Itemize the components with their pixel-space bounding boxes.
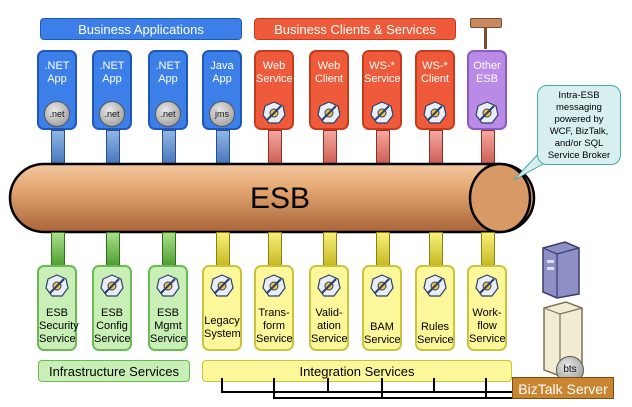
jms-badge-icon: jms <box>209 101 235 127</box>
service-gear-icon <box>262 274 286 297</box>
web-client-tile: Web Client <box>309 50 349 130</box>
intra-esb-callout: Intra-ESB messaging powered by WCF, BizT… <box>537 85 621 165</box>
connector-pipe <box>429 232 443 268</box>
dotnet-app-tile-1: .NET App .net <box>37 50 77 130</box>
biztalk-server-label: BizTalk Server <box>512 377 614 399</box>
service-gear-icon <box>475 274 499 297</box>
workflow-service-tile: Work- flow Service <box>467 265 507 351</box>
dotnet-app-tile-3: .NET App .net <box>148 50 188 130</box>
web-service-tile: Web Service <box>254 50 294 130</box>
service-gear-icon <box>262 101 286 124</box>
tile-label: WS-* Client <box>420 60 450 85</box>
esb-config-service-tile: ESB Config Service <box>92 265 132 351</box>
server-tower-icon <box>542 241 580 299</box>
esb-security-service-tile: ESB Security Service <box>37 265 79 351</box>
legacy-system-tile: Legacy System <box>202 265 242 351</box>
rules-service-tile: Rules Service <box>415 265 455 351</box>
java-app-tile: Java App jms <box>202 50 242 130</box>
tile-label: .NET App <box>44 60 70 85</box>
service-gear-icon <box>423 274 447 297</box>
dotnet-badge-icon: .net <box>44 101 70 127</box>
connector-pipe <box>216 232 230 268</box>
biztalk-wiring <box>221 378 530 399</box>
service-gear-icon <box>100 274 124 297</box>
connector-pipe <box>376 232 390 268</box>
service-gear-icon <box>475 101 499 124</box>
tile-label: Legacy System <box>204 315 241 340</box>
tile-label: ESB Mgmt Service <box>150 307 187 345</box>
tile-label: Java App <box>210 60 234 85</box>
connector-pipe <box>162 232 176 268</box>
service-gear-icon <box>370 274 394 297</box>
infrastructure-services-banner: Infrastructure Services <box>38 360 190 382</box>
tile-label: Valid- ation Service <box>311 307 348 345</box>
tile-label: Web Service <box>256 60 293 85</box>
service-gear-icon <box>45 274 69 297</box>
integration-services-banner: Integration Services <box>202 360 512 382</box>
validation-service-tile: Valid- ation Service <box>309 265 349 351</box>
tile-label: .NET App <box>155 60 181 85</box>
business-clients-services-banner: Business Clients & Services <box>254 18 456 40</box>
other-esb-tile: Other ESB <box>467 50 507 130</box>
connector-pipe <box>323 232 337 268</box>
service-gear-icon <box>423 101 447 124</box>
esb-mgmt-service-tile: ESB Mgmt Service <box>148 265 188 351</box>
dotnet-app-tile-2: .NET App .net <box>92 50 132 130</box>
service-gear-icon <box>156 274 180 297</box>
tile-label: Web Client <box>314 60 344 85</box>
tile-label: WS-* Service <box>364 60 401 85</box>
tile-label: Other ESB <box>473 60 501 85</box>
tile-label: .NET App <box>99 60 125 85</box>
ws-client-tile: WS-* Client <box>415 50 455 130</box>
dotnet-badge-icon: .net <box>99 101 125 127</box>
connector-pipe <box>106 232 120 268</box>
connector-pipe <box>51 232 65 268</box>
tile-label: Trans- form Service <box>256 307 293 345</box>
dotnet-badge-icon: .net <box>155 101 181 127</box>
connector-pipe <box>268 232 282 268</box>
tile-label: ESB Config Service <box>94 307 131 345</box>
tile-label: BAM Service <box>364 321 401 346</box>
tile-label: ESB Security Service <box>39 307 79 345</box>
esb-bus-label: ESB <box>249 182 311 215</box>
service-gear-icon <box>317 101 341 124</box>
transform-service-tile: Trans- form Service <box>254 265 294 351</box>
service-gear-icon <box>210 274 234 297</box>
service-gear-icon <box>370 101 394 124</box>
other-esb-stem <box>484 27 487 49</box>
bam-service-tile: BAM Service <box>362 265 402 351</box>
service-gear-icon <box>317 274 341 297</box>
tile-label: Work- flow Service <box>469 307 506 345</box>
tile-label: Rules Service <box>417 321 454 346</box>
esb-bus <box>8 162 536 234</box>
connector-pipe <box>481 232 495 268</box>
business-applications-banner: Business Applications <box>40 18 242 40</box>
ws-service-tile: WS-* Service <box>362 50 402 130</box>
